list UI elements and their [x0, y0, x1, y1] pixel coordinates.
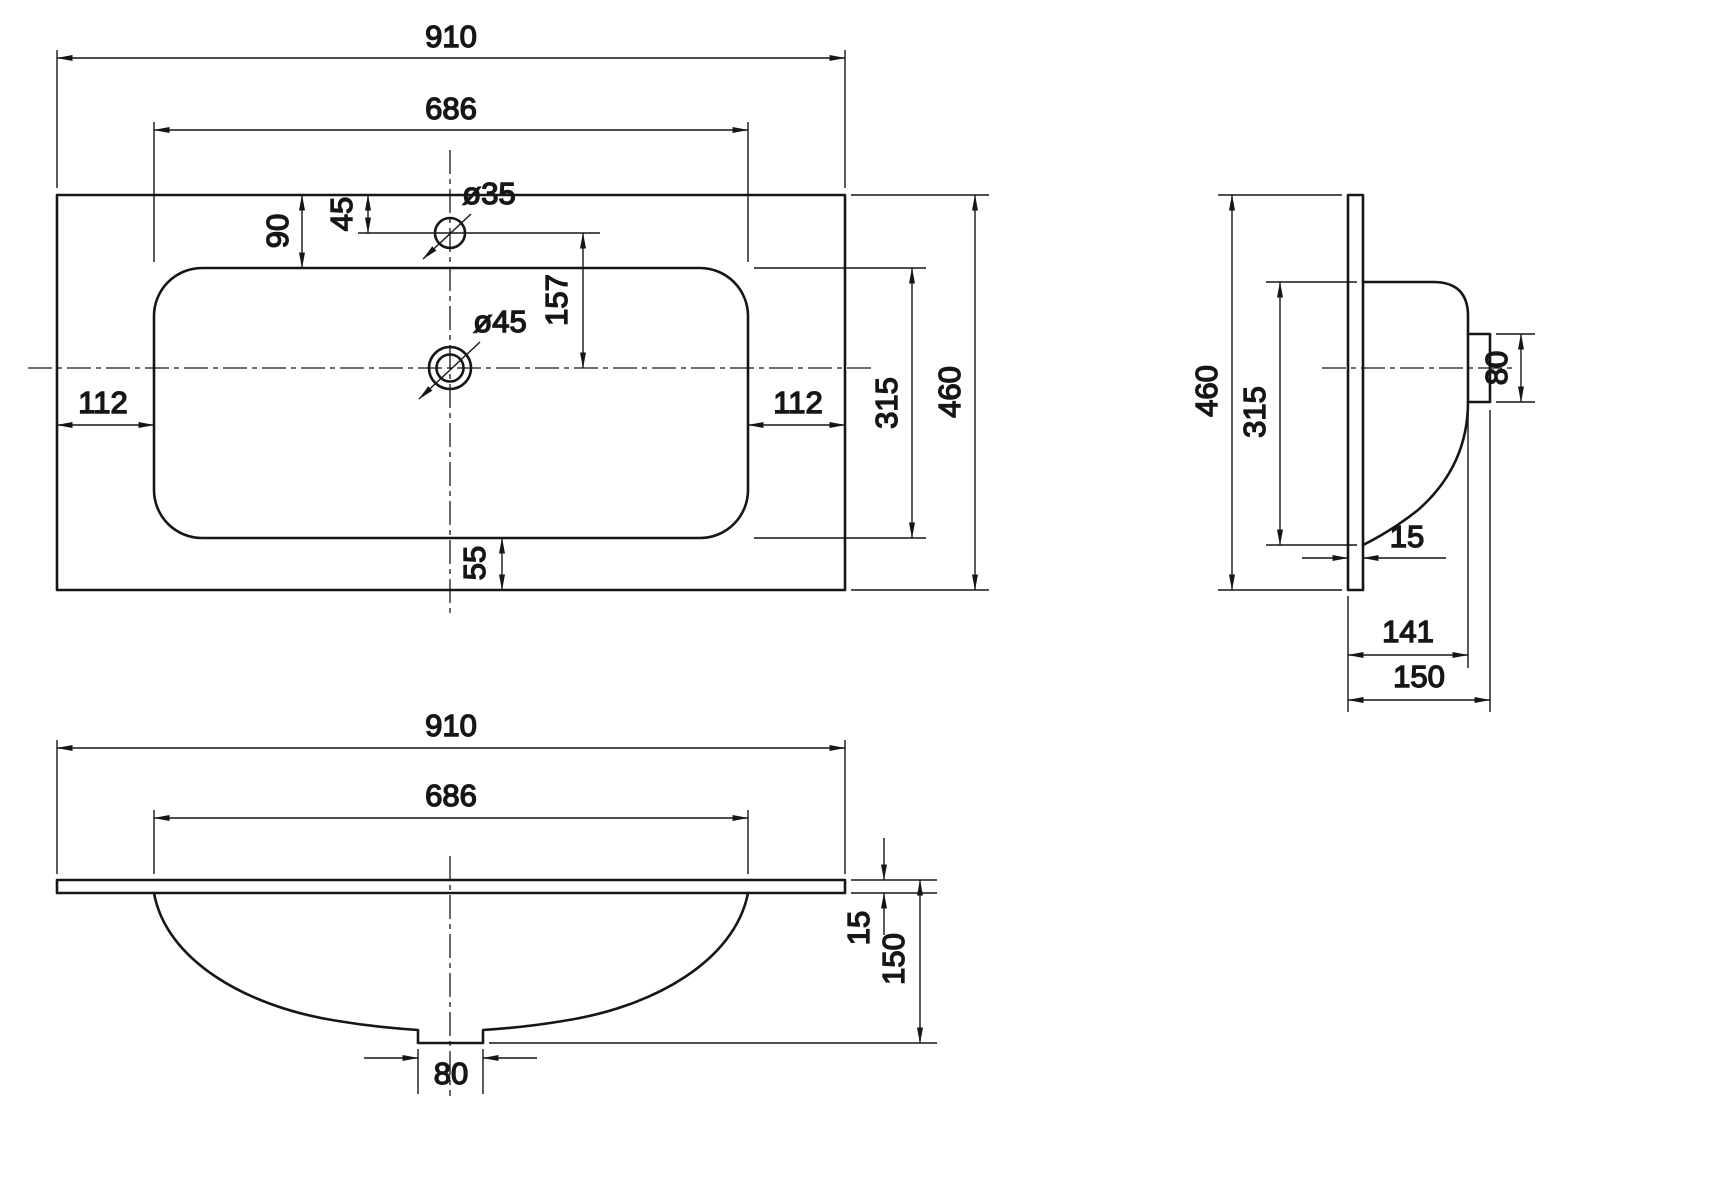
- dim-label-left-offset: 112: [78, 385, 127, 420]
- leader-line: [422, 213, 472, 260]
- dim-label-basin-width-top: 686: [425, 91, 477, 126]
- dim-top-basin-width: 686: [153, 90, 749, 262]
- dim-left-offset: 112: [56, 384, 155, 428]
- side-view-outline: [1346, 193, 1492, 592]
- dim-basin-top-offset: 90: [259, 194, 305, 269]
- dim-label-basin-top-offset: 90: [260, 214, 295, 248]
- dim-label-overall-width-top: 910: [425, 19, 477, 54]
- basin-outline: [152, 266, 750, 540]
- dim-label-faucet-diameter: ø35: [462, 176, 515, 211]
- countertop-outline: [55, 193, 847, 592]
- dim-label-basin-depth-top: 315: [869, 377, 904, 429]
- leader-line: [418, 341, 481, 400]
- dim-label-slab-thickness: 15: [841, 911, 876, 945]
- dim-overall-depth-top: 460: [851, 194, 989, 591]
- dim-faucet-hole-diameter: ø35: [422, 175, 516, 260]
- dim-label-basin-width-front: 686: [425, 778, 477, 813]
- dim-side-basin-height: 315: [1236, 281, 1357, 546]
- dim-label-drain-width: 80: [434, 1056, 468, 1091]
- dim-label-overall-depth-side: 150: [1393, 659, 1445, 694]
- dim-label-overall-height-side: 460: [1189, 365, 1224, 417]
- dim-side-overall-height: 460: [1188, 194, 1342, 591]
- dim-label-panel-thickness: 15: [1390, 519, 1424, 554]
- dim-label-bottom-offset: 55: [457, 546, 492, 580]
- dim-faucet-to-drain: 157: [538, 232, 586, 369]
- dim-label-overall-height-front: 150: [876, 933, 911, 985]
- dim-basin-depth-top: 315: [754, 267, 926, 539]
- bowl-front-outline: [152, 891, 750, 1045]
- dim-top-overall-width: 910: [56, 18, 846, 188]
- side-view: 460 315 80 15 141 150: [1188, 193, 1535, 712]
- slab-outline: [55, 878, 847, 895]
- dim-right-offset: 112: [747, 384, 846, 428]
- dim-label-bowl-depth: 141: [1382, 614, 1434, 649]
- dim-label-drain-diameter: ø45: [473, 304, 526, 339]
- dim-slab-thickness: 15: [840, 838, 937, 946]
- front-view: 910 686 15 150 80: [55, 707, 937, 1096]
- dim-drain-width: 80: [364, 1049, 537, 1094]
- dim-label-overall-depth-top: 460: [932, 366, 967, 418]
- dim-panel-thickness: 15: [1302, 518, 1446, 561]
- dim-faucet-offset: 45: [323, 194, 600, 234]
- dim-side-overall-depth: 150: [1347, 410, 1491, 712]
- top-view-outline: [55, 193, 847, 592]
- dim-outlet-height: 80: [1478, 333, 1535, 403]
- dim-label-right-offset: 112: [773, 385, 822, 420]
- back-panel-outline: [1346, 193, 1365, 592]
- dim-front-overall-width: 910: [56, 707, 846, 874]
- top-view: 910 686 90 45 ø35 ø45 157: [28, 18, 989, 618]
- dim-bottom-offset: 55: [456, 537, 505, 591]
- dim-bowl-depth: 141: [1347, 410, 1469, 668]
- dim-front-basin-width: 686: [153, 777, 749, 874]
- dim-label-basin-height-side: 315: [1237, 386, 1272, 438]
- dim-front-overall-height: 150: [489, 879, 937, 1044]
- dim-label-overall-width-front: 910: [425, 708, 477, 743]
- front-view-outline: [55, 878, 847, 1045]
- dim-label-faucet-offset: 45: [324, 197, 359, 231]
- dim-label-outlet-height: 80: [1479, 351, 1514, 385]
- dim-label-faucet-to-drain: 157: [539, 274, 574, 326]
- bowl-profile: [1361, 280, 1470, 547]
- dim-drain-hole-diameter: ø45: [418, 303, 527, 400]
